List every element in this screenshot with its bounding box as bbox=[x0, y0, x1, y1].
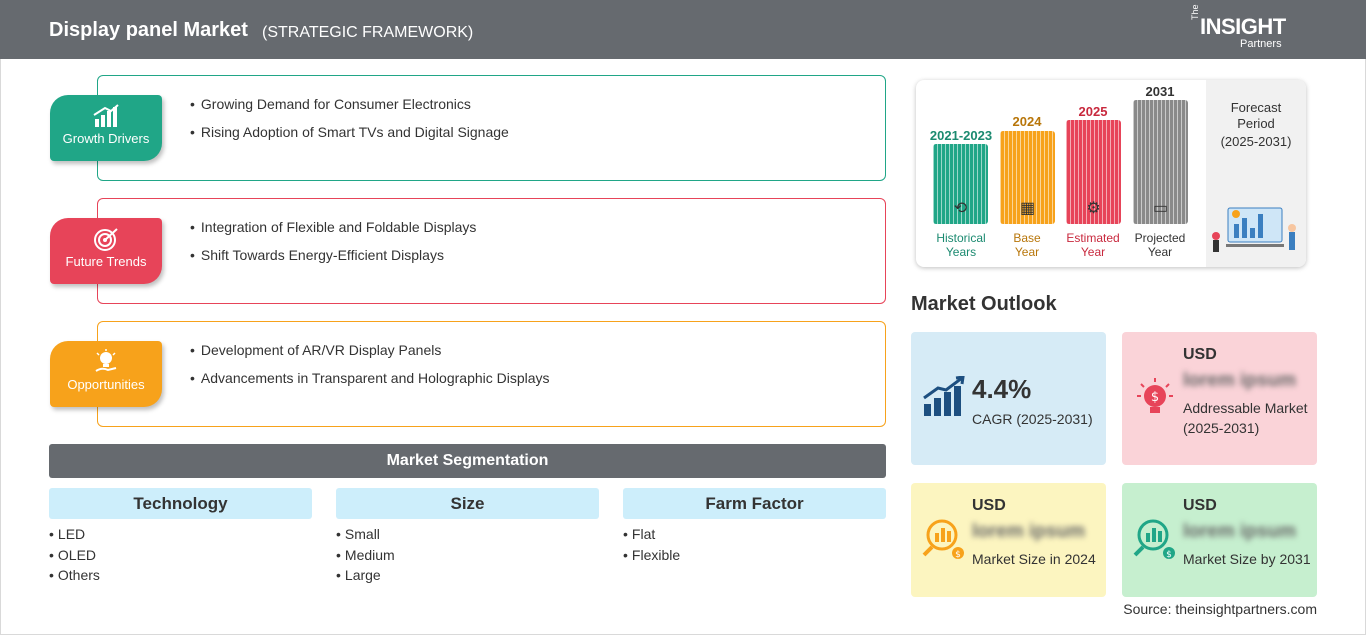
segment-header: Technology bbox=[49, 488, 312, 519]
forecast-line: (2025-2031) bbox=[1220, 134, 1292, 149]
segment-form-factor: Farm Factor Flat Flexible bbox=[623, 488, 886, 567]
market-segmentation-title: Market Segmentation bbox=[49, 444, 886, 478]
segment-header: Farm Factor bbox=[623, 488, 886, 519]
market-size-2031-box: $ USD lorem ipsum Market Size by 2031 bbox=[1122, 483, 1317, 597]
future-trends-label: Future Trends bbox=[65, 254, 147, 269]
source-text[interactable]: Source: theinsightpartners.com bbox=[1123, 601, 1317, 617]
growth-driver-item: Growing Demand for Consumer Electronics bbox=[190, 96, 509, 112]
brand-logo[interactable]: The INSIGHT Partners bbox=[1190, 4, 1310, 52]
opportunity-item: Development of AR/VR Display Panels bbox=[190, 342, 550, 358]
market-size-2031-label: Market Size by 2031 bbox=[1183, 551, 1311, 567]
money-bulb-icon: $ bbox=[1130, 376, 1180, 428]
future-trend-item: Shift Towards Energy-Efficient Displays bbox=[190, 247, 476, 263]
growth-driver-item: Rising Adoption of Smart TVs and Digital… bbox=[190, 124, 509, 140]
segment-size: Size Small Medium Large bbox=[336, 488, 599, 588]
timeline-panel: Forecast Period (2025-2031) ⟲ ▦ ⚙ ▭ 2021… bbox=[916, 80, 1306, 267]
segment-item: Flat bbox=[623, 526, 886, 547]
logo-partners-text: Partners bbox=[1240, 38, 1282, 50]
market-size-2024-box: $ USD lorem ipsum Market Size in 2024 bbox=[911, 483, 1106, 597]
timeline-bar-projected: ▭ bbox=[1133, 100, 1188, 224]
timeline-year: 2031 bbox=[1145, 84, 1175, 99]
addressable-market-box: $ USD lorem ipsum Addressable Market (20… bbox=[1122, 332, 1317, 465]
addressable-market-value: lorem ipsum bbox=[1183, 370, 1296, 391]
usd-label: USD bbox=[1183, 497, 1217, 514]
segment-item: Large bbox=[336, 567, 599, 588]
segment-header: Size bbox=[336, 488, 599, 519]
forecast-line: Forecast bbox=[1230, 100, 1282, 115]
timeline-bar-historical: ⟲ bbox=[933, 144, 988, 224]
opportunities-badge: Opportunities bbox=[50, 341, 162, 407]
segment-item: OLED bbox=[49, 547, 312, 568]
money-chart-icon: $ bbox=[919, 517, 969, 569]
chart-growth-icon bbox=[50, 103, 162, 131]
segment-item: Flexible bbox=[623, 547, 886, 568]
cagr-label: CAGR (2025-2031) bbox=[972, 411, 1093, 427]
market-size-2031-value: lorem ipsum bbox=[1183, 521, 1296, 542]
timeline-year: 2025 bbox=[1078, 104, 1108, 119]
future-trend-item: Integration of Flexible and Foldable Dis… bbox=[190, 219, 477, 235]
growth-drivers-badge: Growth Drivers bbox=[50, 95, 162, 161]
svg-text:$: $ bbox=[955, 550, 961, 560]
segment-item: Medium bbox=[336, 547, 599, 568]
segment-item: LED bbox=[49, 526, 312, 547]
forecast-period-text: Forecast Period (2025-2031) bbox=[1206, 100, 1306, 150]
header-bar: Display panel Market (STRATEGIC FRAMEWOR… bbox=[0, 0, 1366, 59]
market-outlook-title: Market Outlook bbox=[911, 293, 1057, 315]
cagr-value: 4.4% bbox=[972, 374, 1032, 404]
history-icon: ⟲ bbox=[953, 200, 968, 217]
money-chart-icon: $ bbox=[1130, 517, 1180, 569]
page-subtitle: (STRATEGIC FRAMEWORK) bbox=[262, 24, 474, 41]
cagr-box: 4.4% CAGR (2025-2031) bbox=[911, 332, 1106, 465]
logo-the-text: The bbox=[1190, 4, 1200, 20]
future-trends-card: Integration of Flexible and Foldable Dis… bbox=[97, 198, 886, 304]
timeline-bar-estimated: ⚙ bbox=[1066, 120, 1121, 224]
usd-label: USD bbox=[1183, 346, 1217, 363]
growth-chart-icon bbox=[919, 375, 969, 426]
svg-text:$: $ bbox=[1166, 550, 1172, 560]
svg-text:$: $ bbox=[1151, 390, 1159, 405]
calendar-icon: ▦ bbox=[1019, 200, 1036, 217]
segment-item: Others bbox=[49, 567, 312, 588]
logo-insight-text: INSIGHT bbox=[1200, 14, 1286, 39]
segment-item: Small bbox=[336, 526, 599, 547]
addressable-market-label: Addressable Market (2025-2031) bbox=[1183, 400, 1308, 436]
usd-label: USD bbox=[972, 497, 1006, 514]
page-title: Display panel Market bbox=[49, 19, 248, 41]
segment-technology: Technology LED OLED Others bbox=[49, 488, 312, 588]
opportunity-item: Advancements in Transparent and Holograp… bbox=[190, 370, 550, 386]
opportunities-label: Opportunities bbox=[67, 377, 145, 392]
market-size-2024-label: Market Size in 2024 bbox=[972, 551, 1096, 567]
lightbulb-hand-icon bbox=[50, 349, 162, 377]
timeline-bar-base: ▦ bbox=[1000, 131, 1055, 224]
presentation-board-icon: ▭ bbox=[1152, 200, 1169, 217]
market-size-2024-value: lorem ipsum bbox=[972, 521, 1085, 542]
target-icon bbox=[50, 226, 162, 254]
gear-money-icon: ⚙ bbox=[1086, 200, 1101, 217]
growth-drivers-card: Growing Demand for Consumer Electronics … bbox=[97, 75, 886, 181]
timeline-year: 2024 bbox=[1012, 114, 1042, 129]
forecast-line: Period bbox=[1237, 116, 1275, 131]
opportunities-card: Development of AR/VR Display Panels Adva… bbox=[97, 321, 886, 427]
analytics-illustration-icon bbox=[1212, 207, 1296, 252]
growth-drivers-label: Growth Drivers bbox=[62, 131, 150, 146]
future-trends-badge: Future Trends bbox=[50, 218, 162, 284]
timeline-year: 2021-2023 bbox=[929, 128, 993, 143]
